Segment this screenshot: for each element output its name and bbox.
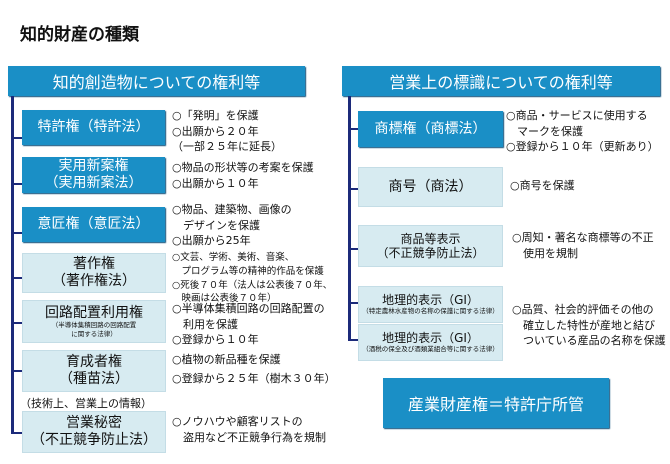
connector-branch [12,322,22,324]
left-header: 知的創造物についての権利等 [8,66,305,96]
box-sublabel: （不正競争防止法） [376,246,485,260]
box-label: 営業秘密 [66,415,122,432]
box-sublabel: （著作権法） [52,273,136,289]
gi-agri-box: 地理的表示（GI） （特定農林水産物の名称の保護に関する法律） [358,286,503,323]
patent-box: 特許権（特許法） [22,110,165,145]
box-sublabel: （種苗法） [59,371,129,387]
connector-branch [12,432,22,434]
utility-model-box: 実用新案権 （実用新案法） [22,157,165,193]
connector-branch [12,232,22,234]
trade-name-desc: ○商号を保護 [510,179,575,192]
box-label: 特許権（特許法） [37,119,150,136]
design-box: 意匠権（意匠法） [22,207,165,242]
box-label: 商品等表示 [400,231,461,246]
trade-secret-desc: ○ノウハウや顧客リストの 盗用など不正競争行為を規制 [172,415,326,444]
box-label: 著作権 [73,256,115,273]
trade-secret-box: 営業秘密 （不正競争防止法） [22,411,166,453]
trade-name-box: 商号（商法） [358,167,503,207]
connector-branch [349,128,358,130]
trademark-desc: ○商品・サービスに使用する マークを保護 ○登録から１０年（更新あり） [506,109,659,154]
left-connector [11,96,14,434]
industrial-property-footer: 産業財産権＝特許庁所管 [383,378,609,428]
gi-desc: ○品質、社会的評価その他の 確立した特性が産地と結び ついている産品の名称を保護 [512,303,666,348]
copyright-desc: ○文芸、学術、美術、音楽、 プログラム等の精神的作品を保護 ○死後７０年（法人は… [172,252,333,305]
circuit-layout-box: 回路配置利用権 （半導体集積回路の回路配置 に関する法律） [22,300,166,343]
connector-branch [349,302,358,304]
breeder-right-desc: ○植物の新品種を保護 ○登録から２５年（樹木３０年） [172,353,336,386]
box-sublabel: （特定農林水産物の名称の保護に関する法律） [362,307,499,316]
connector-branch [349,188,358,190]
connector-branch [349,248,358,250]
box-sublabel: （不正競争防止法） [31,432,157,448]
box-label: 意匠権（意匠法） [37,216,150,233]
box-label: 地理的表示（GI） [382,293,479,308]
copyright-box: 著作権 （著作権法） [22,253,166,293]
right-connector [348,96,351,341]
box-label: 地理的表示（GI） [382,331,479,346]
utility-model-desc: ○物品の形状等の考案を保護 ○出願から１０年 [172,161,314,190]
breeder-right-box: 育成者権 （種苗法） [22,350,166,392]
product-indication-desc: ○周知・著名な商標等の不正 使用を規制 [512,231,654,260]
box-label: 商号（商法） [388,178,473,195]
connector-branch [349,339,358,341]
trade-secret-note: （技術上、営業上の情報） [20,397,152,410]
trademark-box: 商標権（商標法） [358,111,503,147]
design-desc: ○物品、建築物、画像の デザインを保護 ○出願から25年 [172,203,292,248]
circuit-layout-desc: ○半導体集積回路の回路配置の 利用を保護 ○登録から１０年 [172,302,325,347]
box-sublabel: （半導体集積回路の回路配置 に関する法律） [51,321,137,338]
box-label: 育成者権 [66,354,122,371]
connector-branch [12,370,22,372]
page-title: 知的財産の種類 [20,25,139,45]
box-label: 商標権（商標法） [374,120,487,137]
gi-liquor-box: 地理的表示（GI） （酒税の保全及び酒類業組合等に関する法律） [358,324,503,361]
box-label: 実用新案権 [58,158,129,175]
product-indication-box: 商品等表示 （不正競争防止法） [358,225,503,267]
connector-branch [12,137,22,139]
box-sublabel: （酒税の保全及び酒類業組合等に関する法律） [362,345,499,354]
connector-branch [12,277,22,279]
box-label: 回路配置利用権 [45,304,143,321]
patent-desc: ○「発明」を保護 ○出願から２０年 （一部２５年に延長） [172,109,282,154]
right-header: 営業上の標識についての権利等 [342,66,660,96]
connector-branch [12,183,22,185]
box-sublabel: （実用新案法） [44,175,143,191]
